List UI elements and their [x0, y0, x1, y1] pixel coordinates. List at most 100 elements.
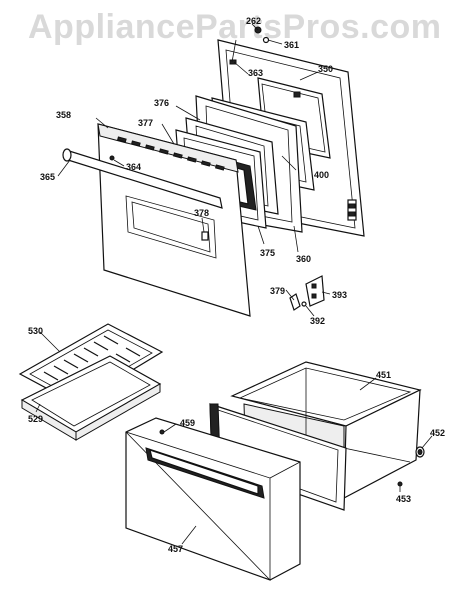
- screw-361-head: [262, 36, 270, 44]
- handle-end: [62, 148, 72, 162]
- grid-slot: [73, 353, 89, 363]
- screw-part-453: [397, 481, 403, 487]
- label-377: 377: [138, 118, 153, 128]
- vent-slot: [145, 144, 155, 151]
- label-529: 529: [28, 414, 43, 424]
- screw-363-leader: [231, 39, 237, 63]
- grid-slot: [43, 371, 59, 381]
- vent-slot: [187, 156, 197, 163]
- label-364: 364: [126, 162, 141, 172]
- leader-529: [35, 403, 41, 413]
- leader-365: [57, 159, 71, 177]
- door-window-recess: [125, 195, 217, 259]
- part-labels: 262 361 350 363 376 358 377 400 365 364 …: [28, 16, 445, 554]
- label-375: 375: [260, 248, 275, 258]
- label-392: 392: [310, 316, 325, 326]
- label-530: 530: [28, 326, 43, 336]
- roller-part-452: [415, 446, 425, 458]
- broiler-pan-front: [75, 383, 161, 441]
- grid-slot: [115, 353, 131, 363]
- screw-364: [109, 155, 115, 161]
- grid-slot: [63, 359, 79, 369]
- liner-tab-top-left: [229, 59, 237, 65]
- vent-slot: [201, 160, 211, 167]
- grid-slot: [103, 335, 119, 345]
- label-452: 452: [430, 428, 445, 438]
- leader-364: [113, 159, 125, 167]
- label-393: 393: [332, 290, 347, 300]
- liner-clip-top: [293, 91, 301, 98]
- leader-379: [285, 289, 295, 301]
- leader-393: [321, 291, 331, 295]
- watermark-text: AppliancePartsPros.com: [28, 8, 442, 46]
- grid-slot: [125, 347, 141, 357]
- leader-377: [161, 123, 175, 145]
- label-400: 400: [314, 170, 329, 180]
- door-label-378: [201, 231, 209, 241]
- screw-459: [159, 429, 165, 435]
- vent-slot: [117, 136, 127, 143]
- outer-door-top-edge: [97, 123, 239, 173]
- label-451: 451: [376, 370, 391, 380]
- drawer-front-part-457: [125, 417, 301, 581]
- pin-392: [301, 301, 307, 307]
- broiler-pan-inner: [31, 361, 151, 427]
- label-360: 360: [296, 254, 311, 264]
- leader-361: [267, 39, 283, 45]
- hinge-slot-detail-1: [348, 203, 356, 209]
- grid-slot: [53, 365, 69, 375]
- drawer-front-face-edge: [125, 431, 271, 581]
- label-453: 453: [396, 494, 411, 504]
- drawer-front-top-right: [269, 461, 301, 479]
- leader-378: [201, 217, 205, 233]
- leader-457: [181, 525, 197, 545]
- leader-451: [359, 377, 377, 391]
- leader-350: [299, 71, 319, 81]
- label-262: 262: [246, 16, 261, 26]
- screw-361: [262, 36, 270, 44]
- leader-452: [421, 435, 433, 449]
- leader-392: [305, 305, 315, 317]
- pin-part-392: [301, 301, 307, 307]
- leader-375: [257, 225, 265, 245]
- grid-slot: [93, 341, 109, 351]
- hinge-hole: [311, 283, 317, 289]
- roller-452-hub: [417, 449, 423, 455]
- label-459: 459: [180, 418, 195, 428]
- label-350: 350: [318, 64, 333, 74]
- vent-slot: [173, 152, 183, 159]
- leader-262: [251, 23, 259, 31]
- leader-358: [95, 117, 109, 129]
- hinge-slot-right: [347, 199, 357, 221]
- vent-slot: [131, 140, 141, 147]
- leader-363: [233, 61, 249, 75]
- label-358: 358: [56, 110, 71, 120]
- vent-slot: [215, 164, 225, 171]
- grid-slot: [83, 347, 99, 357]
- broiler-pan-part-529: [20, 355, 162, 441]
- leader-376: [175, 105, 201, 121]
- hinge-part-393: [305, 275, 325, 307]
- label-379: 379: [270, 286, 285, 296]
- label-361: 361: [284, 40, 299, 50]
- leader-lines: [35, 23, 433, 545]
- hinge-hole: [311, 293, 317, 299]
- leader-530: [39, 331, 61, 353]
- leader-459: [163, 423, 177, 433]
- door-window-recess-inner: [131, 201, 211, 253]
- screw-453: [397, 481, 403, 487]
- leader-360: [293, 225, 299, 253]
- label-457: 457: [168, 544, 183, 554]
- drawer-inner-rim: [238, 367, 412, 421]
- hinge-slot-detail-2: [348, 211, 356, 217]
- door-handle-part-365: [62, 148, 223, 209]
- label-363: 363: [248, 68, 263, 78]
- hinge-393: [305, 275, 325, 307]
- drawer-handle-slot-inner: [149, 449, 259, 495]
- label-378: 378: [194, 208, 209, 218]
- vent-slot: [159, 148, 169, 155]
- label-376: 376: [154, 98, 169, 108]
- door-top-vents: [117, 136, 225, 171]
- label-365: 365: [40, 172, 55, 182]
